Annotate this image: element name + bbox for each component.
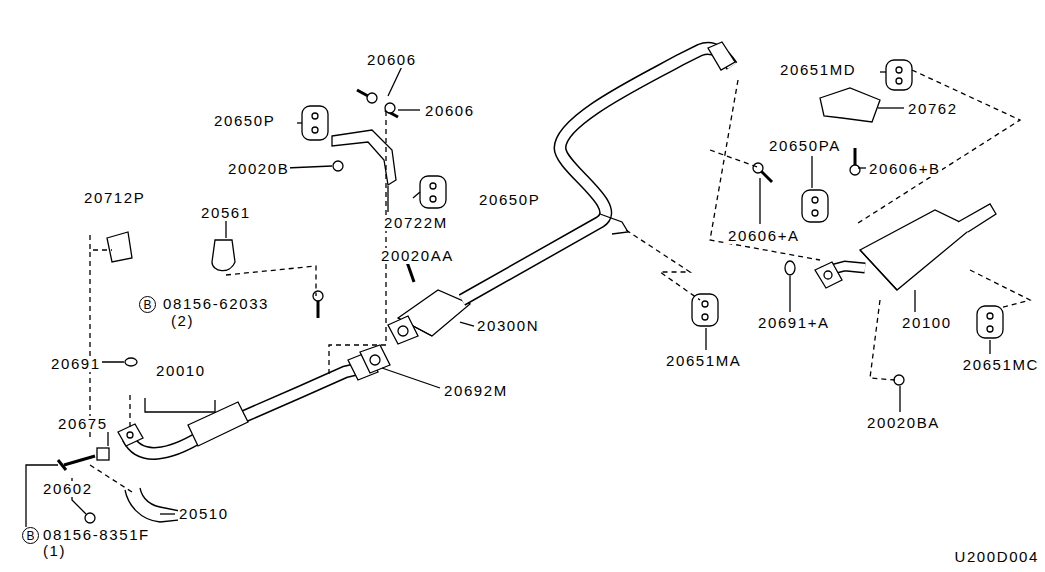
callout-number: 20691 — [50, 356, 102, 372]
callout-number: 20675 — [57, 416, 109, 432]
callout-number: (2) — [170, 313, 195, 329]
callout-number: 20602 — [42, 481, 94, 497]
callout-number: 20651MD — [779, 62, 857, 78]
callout-number: 20020BA — [866, 415, 941, 431]
callout-number: 20010 — [155, 363, 207, 379]
callout-number: 20606+B — [868, 161, 942, 177]
callout-number: (1) — [42, 543, 67, 559]
callout-number: 20561 — [200, 205, 252, 221]
callout-number: 20300N — [476, 318, 540, 334]
letter: B — [143, 299, 151, 311]
callout-number: 20606 — [424, 103, 476, 119]
callout-number: 20606+A — [727, 228, 801, 244]
callout-number: 20712P — [83, 190, 146, 206]
callout-number: 08156-8351F — [42, 527, 151, 543]
callout-number: 20100 — [901, 315, 953, 331]
letter: B — [26, 530, 34, 542]
callout-number: 20692M — [443, 383, 509, 399]
callout-number: 20762 — [907, 101, 959, 117]
callout-number: 08156-62033 — [162, 296, 270, 312]
callout-number: 20020AA — [380, 248, 455, 264]
callout-number: 20651MC — [962, 357, 1040, 373]
callout-number: 20722M — [383, 215, 449, 231]
callout-number: 20651MA — [665, 353, 742, 369]
callout-number: 20606 — [366, 52, 418, 68]
callout-number: 20650PA — [768, 138, 842, 154]
callout-number: 20020B — [227, 161, 290, 177]
callout-number: 20650P — [213, 113, 276, 129]
drawing-number: U200D004 — [953, 549, 1040, 565]
callout-number: 20510 — [178, 506, 230, 522]
circled-letter: B — [139, 296, 156, 313]
circled-letter: B — [22, 527, 39, 544]
callout-number: 20691+A — [757, 315, 831, 331]
callout-number: 20650P — [478, 192, 541, 208]
